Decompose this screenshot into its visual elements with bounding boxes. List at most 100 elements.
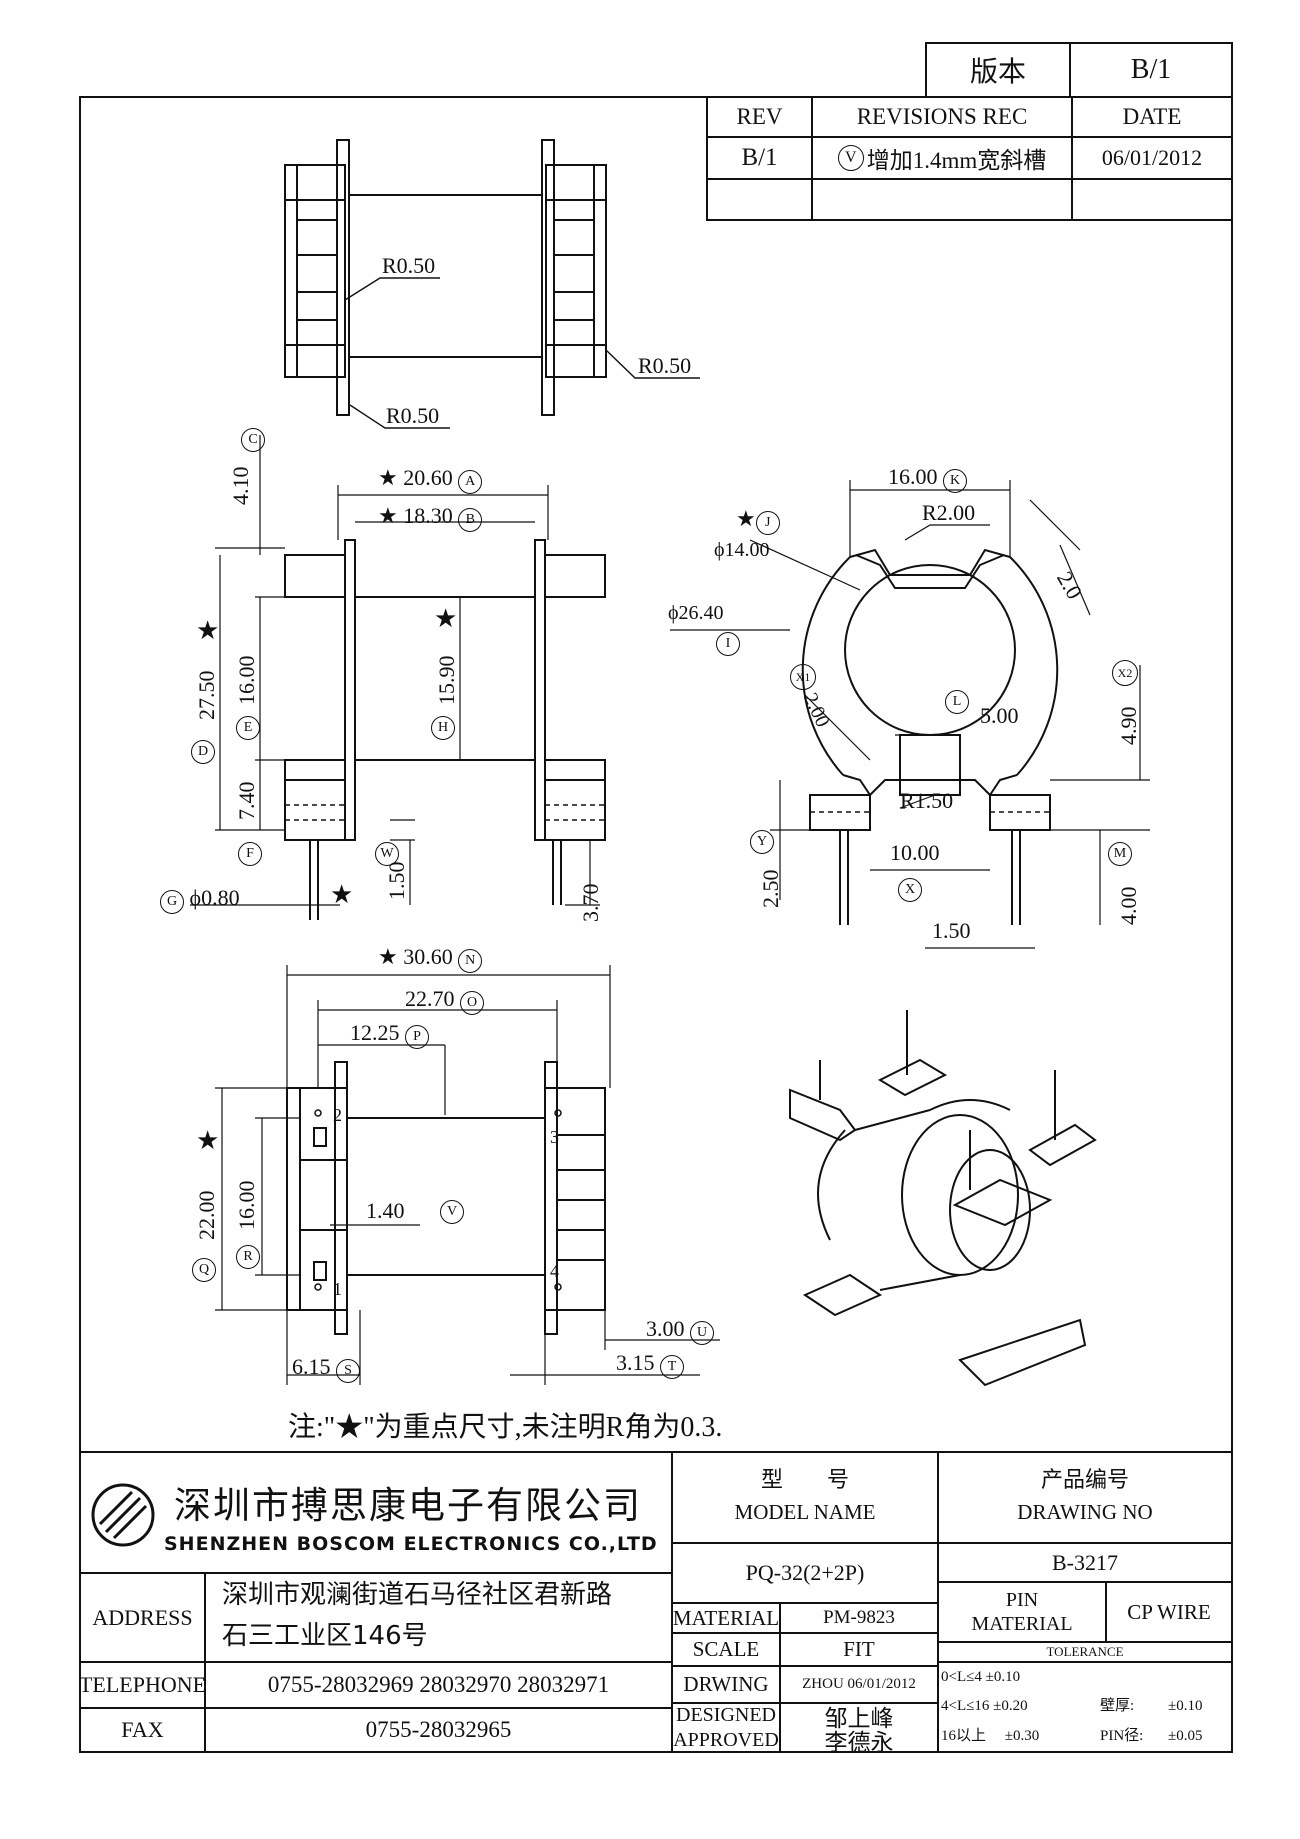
revision-record: V 增加1.4mm宽斜槽: [812, 137, 1072, 179]
star-H: ★: [434, 604, 458, 633]
dim-G-value: ϕ0.80: [189, 885, 240, 910]
marker-J: J: [755, 511, 780, 535]
drawing-no-en: DRAWING NO: [1017, 1499, 1153, 1524]
approved-value: 李德永: [824, 1730, 894, 1756]
scale-value: FIT: [843, 1637, 875, 1661]
dim-A: ★ 20.60 A: [378, 465, 483, 494]
rev-header: REV: [736, 104, 783, 129]
pin-number-3: 3: [550, 1127, 559, 1147]
dim-top-r050-2: R0.50: [638, 353, 692, 378]
pin-label: PIN: [1005, 1589, 1039, 1611]
approved-label: APPROVED: [673, 1728, 779, 1751]
fax-value: 0755-28032965: [365, 1717, 512, 1742]
marker-Q: Q: [192, 1258, 216, 1282]
star-G: ★: [330, 880, 354, 909]
version-label: 版本: [969, 57, 1026, 88]
dim-L: 5.00: [980, 703, 1019, 728]
marker-Y: Y: [750, 830, 774, 854]
marker-V: V: [440, 1200, 464, 1224]
dim-G: G ϕ0.80: [160, 887, 240, 914]
pin-material-label: PIN MATERIAL: [938, 1582, 1106, 1642]
telephone-label: TELEPHONE: [78, 1672, 207, 1697]
dim-X2: 4.90: [1116, 706, 1141, 746]
pin-number-2: 2: [333, 1105, 342, 1125]
dim-X: 10.00: [890, 840, 940, 865]
marker-S: S: [336, 1359, 360, 1383]
dim-E: 16.00: [234, 655, 259, 706]
telephone-value: 0755-28032969 28032970 28032971: [267, 1672, 610, 1697]
marker-X1: X1: [790, 664, 816, 690]
company-logo: [91, 1483, 155, 1547]
dim-R2: R2.00: [922, 500, 976, 525]
marker-A: A: [458, 470, 483, 494]
material-label: MATERIAL: [672, 1605, 780, 1630]
marker-X: X: [898, 878, 922, 902]
dim-T: 3.15 T: [616, 1352, 684, 1379]
drawing-no-cn: 产品编号: [1040, 1468, 1129, 1493]
marker-M: M: [1108, 842, 1132, 866]
tolerance-row-2: 4<L≤16 ±0.20: [941, 1698, 1028, 1714]
dim-O: 22.70 O: [405, 988, 484, 1015]
dim-Q: 22.00: [194, 1190, 219, 1241]
drawing-note: 注:"★"为重点尺寸,未注明R角为0.3.: [288, 1412, 723, 1443]
wall-thickness-label: 壁厚:: [1100, 1698, 1135, 1714]
dim-O-value: 22.70: [405, 986, 455, 1011]
dim-I-value: ϕ26.40: [668, 602, 724, 624]
dim-U-value: 3.00: [646, 1316, 685, 1341]
dim-H: 15.90: [434, 655, 459, 706]
dim-N-value: 30.60: [403, 944, 453, 969]
designed-label: DESIGNED: [676, 1704, 776, 1726]
address-label: ADDRESS: [92, 1604, 193, 1630]
marker-X2: X2: [1112, 660, 1138, 686]
model-name-en: MODEL NAME: [734, 1499, 876, 1524]
marker-G: G: [160, 890, 184, 914]
fax-label: FAX: [121, 1717, 164, 1742]
dim-J-value: ϕ14.00: [714, 539, 770, 561]
dim-C: 4.10: [228, 466, 253, 506]
company-name-cn: 深圳市搏思康电子有限公司: [174, 1484, 642, 1527]
version-value: B/1: [1130, 54, 1172, 85]
dim-U: 3.00 U: [646, 1318, 714, 1345]
designed-value: 邹上峰: [824, 1705, 894, 1732]
revision-date: 06/01/2012: [1101, 145, 1203, 170]
wall-thickness-value: ±0.10: [1168, 1698, 1203, 1714]
tolerance-label: TOLERANCE: [1046, 1644, 1124, 1659]
marker-P: P: [405, 1025, 429, 1049]
pin-number-4: 4: [550, 1261, 559, 1281]
pin-diameter-label: PIN径:: [1100, 1728, 1144, 1744]
marker-C: C: [241, 428, 265, 452]
dim-A-value: 20.60: [403, 465, 453, 490]
dim-R: 16.00: [234, 1180, 259, 1231]
drwing-value: ZHOU 06/01/2012: [802, 1676, 916, 1692]
dim-S: 6.15 S: [292, 1356, 360, 1383]
revisions-rec-header: REVISIONS REC: [856, 104, 1028, 129]
dim-J: ★J: [736, 508, 780, 535]
star-Q: ★: [196, 1126, 220, 1155]
marker-N: N: [458, 949, 483, 973]
drawing-no-value: B-3217: [1052, 1549, 1118, 1575]
address-line1: 深圳市观澜街道石马径社区君新路: [222, 1580, 613, 1610]
dim-D: 27.50: [194, 670, 219, 721]
dim-top-r050-3: R0.50: [386, 403, 440, 428]
dim-W: 1.50: [384, 861, 409, 901]
revision-text: 增加1.4mm宽斜槽: [866, 148, 1047, 173]
marker-W: W: [375, 842, 399, 866]
dim-V: 1.40: [366, 1198, 405, 1223]
company-name-en: SHENZHEN BOSCOM ELECTRONICS CO.,LTD: [164, 1533, 658, 1555]
dim-370: 3.70: [578, 883, 603, 923]
isometric-view: [789, 1010, 1097, 1387]
tolerance-row-3: 16以上 ±0.30: [941, 1728, 1040, 1744]
marker-T: T: [660, 1355, 684, 1379]
drwing-label: DRWING: [683, 1672, 769, 1696]
marker-O: O: [460, 991, 484, 1015]
date-header: DATE: [1122, 104, 1182, 129]
marker-L: L: [945, 690, 969, 714]
marker-D: D: [191, 740, 215, 764]
bottom-view: [286, 1061, 606, 1335]
dim-M: 4.00: [1116, 886, 1141, 926]
top-view: [284, 139, 607, 416]
dim-K: 16.00 K: [888, 466, 967, 493]
rev-value: B/1: [741, 144, 778, 171]
scale-label: SCALE: [692, 1637, 760, 1661]
